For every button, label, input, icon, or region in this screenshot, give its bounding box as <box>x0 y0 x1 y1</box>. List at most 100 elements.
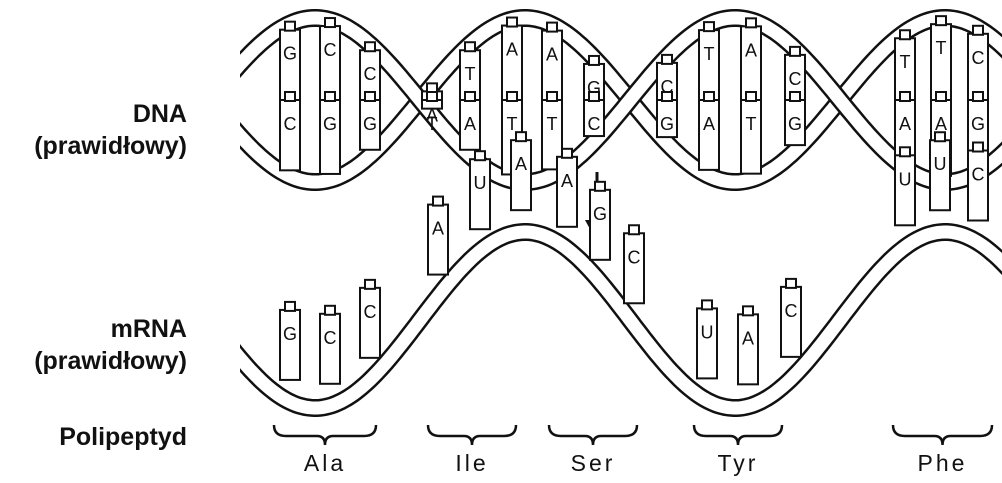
svg-text:A: A <box>742 328 754 348</box>
svg-text:T: T <box>936 38 947 58</box>
dna-base-bottom-9: A <box>698 91 720 171</box>
codon-brace-1 <box>426 424 518 446</box>
dna-base-bottom-4: A <box>459 91 481 151</box>
mrna-base-9: U <box>696 299 718 380</box>
dna-base-bottom-6: T <box>541 91 563 171</box>
mrna-label-subtitle: (prawidłowy) <box>34 347 187 375</box>
svg-text:T: T <box>746 114 757 134</box>
dna-base-bottom-2: G <box>359 91 381 151</box>
dna-base-top-10: A <box>740 17 762 102</box>
svg-text:G: G <box>788 114 802 134</box>
svg-text:U: U <box>899 169 912 189</box>
svg-text:U: U <box>934 154 947 174</box>
svg-text:A: A <box>899 114 911 134</box>
svg-text:T: T <box>547 114 558 134</box>
svg-text:T: T <box>507 114 518 134</box>
svg-text:A: A <box>745 40 757 60</box>
amino-acid-ile: Ile <box>455 450 489 476</box>
dna-base-top-9: T <box>698 21 720 102</box>
mrna-base-2: C <box>359 278 381 359</box>
mrna-base-3: A <box>427 195 449 276</box>
mrna-label: mRNA (prawidłowy) <box>34 313 187 377</box>
dna-base-top-6: A <box>541 21 563 101</box>
svg-text:G: G <box>363 114 377 134</box>
dna-label-subtitle: (prawidłowy) <box>34 132 187 160</box>
dna-base-top-2: C <box>359 41 381 101</box>
mrna-base-7: G <box>589 180 611 261</box>
svg-text:A: A <box>935 114 947 134</box>
svg-text:U: U <box>701 322 714 342</box>
svg-text:G: G <box>971 114 985 134</box>
svg-text:C: C <box>588 114 601 134</box>
amino-acid-ser: Ser <box>570 450 616 476</box>
svg-text:U: U <box>474 173 487 193</box>
dna-base-bottom-8: G <box>656 91 678 139</box>
mrna-base-8: C <box>623 224 645 305</box>
dna-base-bottom-11: G <box>784 91 806 147</box>
svg-text:C: C <box>789 69 802 89</box>
mrna-base-14: C <box>967 141 989 222</box>
svg-text:A: A <box>515 154 527 174</box>
dna-base-top-14: C <box>967 24 989 101</box>
svg-text:T: T <box>465 64 476 84</box>
svg-text:T: T <box>900 52 911 72</box>
dna-label: DNA (prawidłowy) <box>34 98 187 162</box>
mrna-base-6: A <box>556 147 578 228</box>
svg-text:C: C <box>628 247 641 267</box>
svg-text:C: C <box>324 40 337 60</box>
mrna-base-5: A <box>510 131 532 212</box>
svg-text:A: A <box>432 219 444 239</box>
mrna-base-11: C <box>780 277 802 358</box>
dna-base-bottom-1: G <box>319 91 341 175</box>
dna-base-top-5: A <box>501 16 523 102</box>
dna-base-top-12: T <box>894 29 916 101</box>
dna-base-top-1: C <box>319 17 341 102</box>
amino-acid-phe: Phe <box>917 450 968 476</box>
dna-base-bottom-3: T <box>421 91 443 134</box>
svg-text:G: G <box>283 44 297 64</box>
svg-text:C: C <box>972 165 985 185</box>
svg-text:G: G <box>323 114 337 134</box>
svg-text:C: C <box>364 64 377 84</box>
amino-acid-ala: Ala <box>303 450 347 476</box>
dna-base-top-13: T <box>930 15 952 102</box>
svg-text:G: G <box>283 324 297 344</box>
svg-text:A: A <box>546 45 558 65</box>
svg-text:C: C <box>972 48 985 68</box>
mrna-base-13: U <box>929 131 951 212</box>
svg-text:A: A <box>464 114 476 134</box>
codon-brace-3 <box>692 424 784 446</box>
svg-text:T: T <box>704 44 715 64</box>
dna-base-bottom-0: C <box>279 91 301 172</box>
dna-label-title: DNA <box>132 100 187 128</box>
svg-text:C: C <box>785 301 798 321</box>
mrna-base-4: U <box>469 150 491 231</box>
amino-acid-tyr: Tyr <box>717 450 759 476</box>
codon-brace-4 <box>891 424 994 446</box>
svg-text:C: C <box>284 114 297 134</box>
polypeptide-label: Polipeptyd <box>59 423 187 451</box>
svg-text:T: T <box>427 114 438 134</box>
svg-text:A: A <box>703 114 715 134</box>
mrna-base-1: C <box>319 304 341 385</box>
svg-text:A: A <box>426 105 438 125</box>
mrna-base-0: G <box>279 300 301 381</box>
dna-base-top-0: G <box>279 20 301 102</box>
mrna-base-12: U <box>894 146 916 227</box>
svg-text:C: C <box>364 302 377 322</box>
mrna-base-10: A <box>737 305 759 386</box>
mrna-label-title: mRNA <box>110 315 187 343</box>
svg-text:G: G <box>593 204 607 224</box>
svg-text:A: A <box>506 40 518 60</box>
dna-base-bottom-7: C <box>583 91 605 138</box>
dna-base-top-11: C <box>784 45 806 101</box>
dna-base-bottom-10: T <box>740 91 762 175</box>
codon-braces <box>272 424 994 446</box>
svg-text:G: G <box>660 114 674 134</box>
svg-text:A: A <box>561 171 573 191</box>
svg-text:C: C <box>324 328 337 348</box>
codon-brace-2 <box>547 424 639 446</box>
